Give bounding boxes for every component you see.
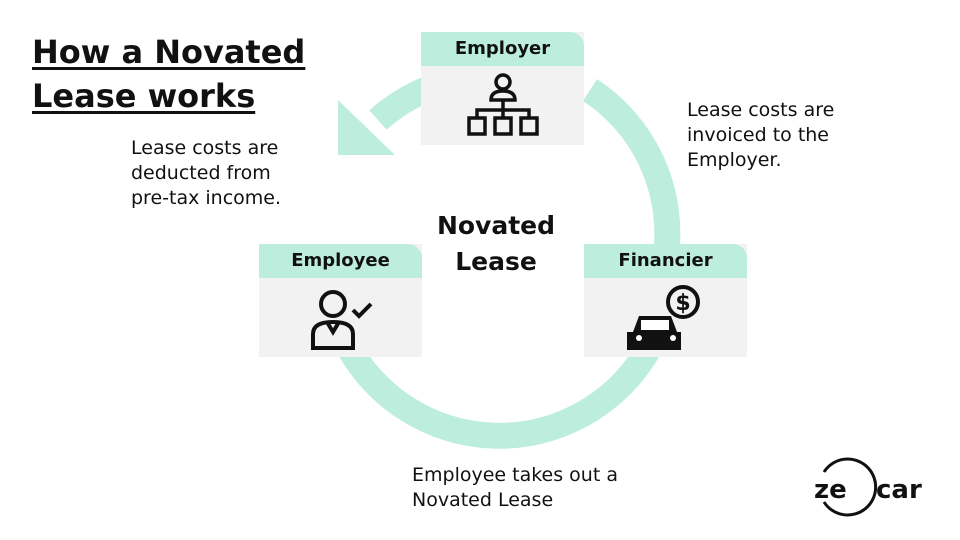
- person-check-icon: [310, 290, 372, 350]
- zecar-logo: ze car: [812, 452, 937, 526]
- financier-box: Financier $: [584, 244, 747, 357]
- financier-label: Financier: [584, 244, 747, 278]
- employer-box: Employer: [421, 32, 584, 145]
- employee-label: Employee: [259, 244, 422, 278]
- org-chart-icon: [466, 73, 539, 136]
- car-dollar-icon: $: [626, 285, 700, 350]
- employer-label: Employer: [421, 32, 584, 66]
- employee-box: Employee: [259, 244, 422, 357]
- svg-text:ze: ze: [814, 475, 847, 505]
- svg-text:$: $: [675, 291, 690, 316]
- svg-text:car: car: [876, 475, 922, 505]
